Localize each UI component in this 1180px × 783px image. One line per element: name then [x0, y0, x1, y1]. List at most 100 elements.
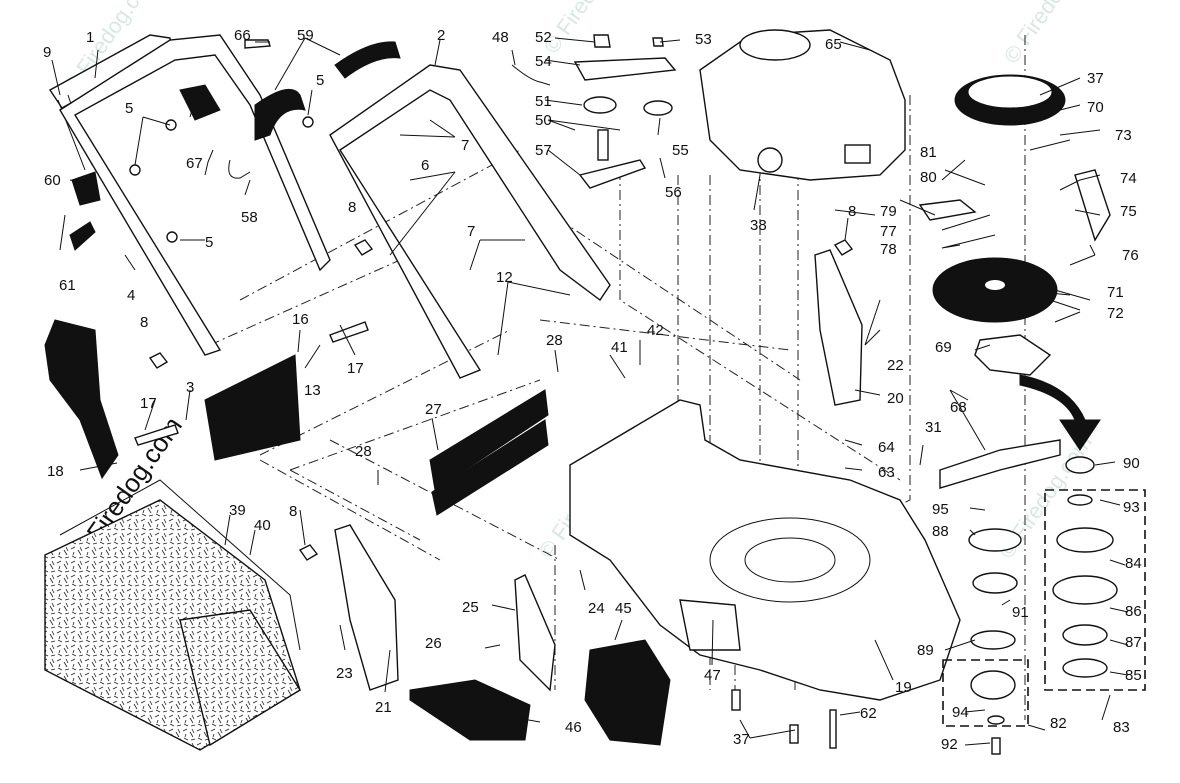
callout-label: 5 — [205, 234, 213, 251]
callout-label: 79 — [880, 203, 897, 220]
callout-label: 81 — [920, 144, 937, 161]
callout-label: 67 — [186, 155, 203, 172]
side-deflector — [514, 574, 556, 692]
callout-label: 55 — [672, 142, 689, 159]
callout-label: 62 — [860, 705, 877, 722]
fasteners — [129, 39, 854, 561]
callout-label: 68 — [950, 399, 967, 416]
kit-box-82 — [942, 659, 1029, 727]
callout-label: 80 — [920, 169, 937, 186]
callout-label: 75 — [1120, 203, 1137, 220]
callout-label: 18 — [47, 463, 64, 480]
callout-label: 46 — [565, 719, 582, 736]
callout-label: 17 — [347, 360, 364, 377]
rear-door — [44, 319, 369, 480]
callout-label: 86 — [1125, 603, 1142, 620]
callout-label: 94 — [952, 704, 969, 721]
side-discharge-cover — [584, 639, 671, 746]
callout-label: 78 — [880, 241, 897, 258]
callout-label: 20 — [887, 390, 904, 407]
callout-label: 51 — [535, 93, 552, 110]
spindle-stack — [942, 456, 1146, 727]
callout-label: 91 — [1012, 604, 1029, 621]
kit-box-83 — [1044, 489, 1146, 691]
callout-label: 27 — [425, 401, 442, 418]
callout-label: 4 — [127, 287, 135, 304]
callout-label: 21 — [375, 699, 392, 716]
callout-label: 69 — [935, 339, 952, 356]
callout-label: 76 — [1122, 247, 1139, 264]
height-bracket-left — [334, 524, 399, 691]
callout-label: 25 — [462, 599, 479, 616]
callout-label: 83 — [1113, 719, 1130, 736]
callout-label: 8 — [289, 503, 297, 520]
callout-label: 1 — [86, 29, 94, 46]
callout-label: 47 — [704, 667, 721, 684]
callout-label: 66 — [234, 27, 251, 44]
callout-label: 52 — [535, 29, 552, 46]
callout-label: 2 — [437, 27, 445, 44]
callout-label: 28 — [546, 332, 563, 349]
height-bracket-right — [814, 249, 863, 406]
watermark: © Firedog.com — [999, 0, 1102, 68]
controls — [69, 84, 251, 251]
callout-label: 6 — [421, 157, 429, 174]
callout-label: 12 — [496, 269, 513, 286]
callout-label: 59 — [297, 27, 314, 44]
chute — [409, 679, 531, 741]
callout-label: 60 — [44, 172, 61, 189]
callout-label: 56 — [665, 184, 682, 201]
callout-label: 13 — [304, 382, 321, 399]
callout-label: 64 — [878, 439, 895, 456]
callout-label: 77 — [880, 223, 897, 240]
callout-label: 31 — [925, 419, 942, 436]
callout-label: 87 — [1125, 634, 1142, 651]
callout-label: 61 — [59, 277, 76, 294]
callout-label: 70 — [1087, 99, 1104, 116]
handle-grips — [254, 41, 401, 141]
callout-label: 73 — [1115, 127, 1132, 144]
callout-label: 37 — [1087, 70, 1104, 87]
callout-label: 39 — [229, 502, 246, 519]
watermark: © Firedog.com — [539, 0, 642, 58]
grass-catcher — [44, 479, 301, 751]
callout-label: 23 — [336, 665, 353, 682]
callout-label: 84 — [1125, 555, 1142, 572]
callout-label: 54 — [535, 53, 552, 70]
callout-label: 89 — [917, 642, 934, 659]
callout-label: 42 — [647, 322, 664, 339]
callout-label: 71 — [1107, 284, 1124, 301]
callout-label: 50 — [535, 112, 552, 129]
callout-label: 38 — [750, 217, 767, 234]
callout-label: 22 — [887, 357, 904, 374]
callout-label: 19 — [895, 679, 912, 696]
callout-label: 9 — [43, 44, 51, 61]
callout-label: 37 — [733, 731, 750, 748]
callout-label: 63 — [878, 464, 895, 481]
pulley-assembly — [511, 34, 677, 189]
callout-label: 8 — [848, 203, 856, 220]
callout-label: 26 — [425, 635, 442, 652]
lower-handle — [329, 64, 611, 379]
callout-label: 92 — [941, 736, 958, 753]
deck-bolts — [731, 689, 1001, 755]
callout-label: 24 — [588, 600, 605, 617]
mower-deck — [569, 399, 961, 701]
callout-label: 40 — [254, 517, 271, 534]
callout-label: 72 — [1107, 305, 1124, 322]
callout-label: 53 — [695, 31, 712, 48]
callout-label: 57 — [535, 142, 552, 159]
callout-label: 58 — [241, 209, 258, 226]
rotation-arrow — [1019, 374, 1101, 451]
callout-label: 17 — [140, 395, 157, 412]
callout-label: 8 — [140, 314, 148, 331]
callout-label: 90 — [1123, 455, 1140, 472]
callout-label: 88 — [932, 523, 949, 540]
callout-label: 28 — [355, 443, 372, 460]
callout-label: 93 — [1123, 499, 1140, 516]
callout-label: 5 — [316, 72, 324, 89]
callout-label: 7 — [467, 223, 475, 240]
blade-adapter-parts — [918, 74, 1111, 489]
